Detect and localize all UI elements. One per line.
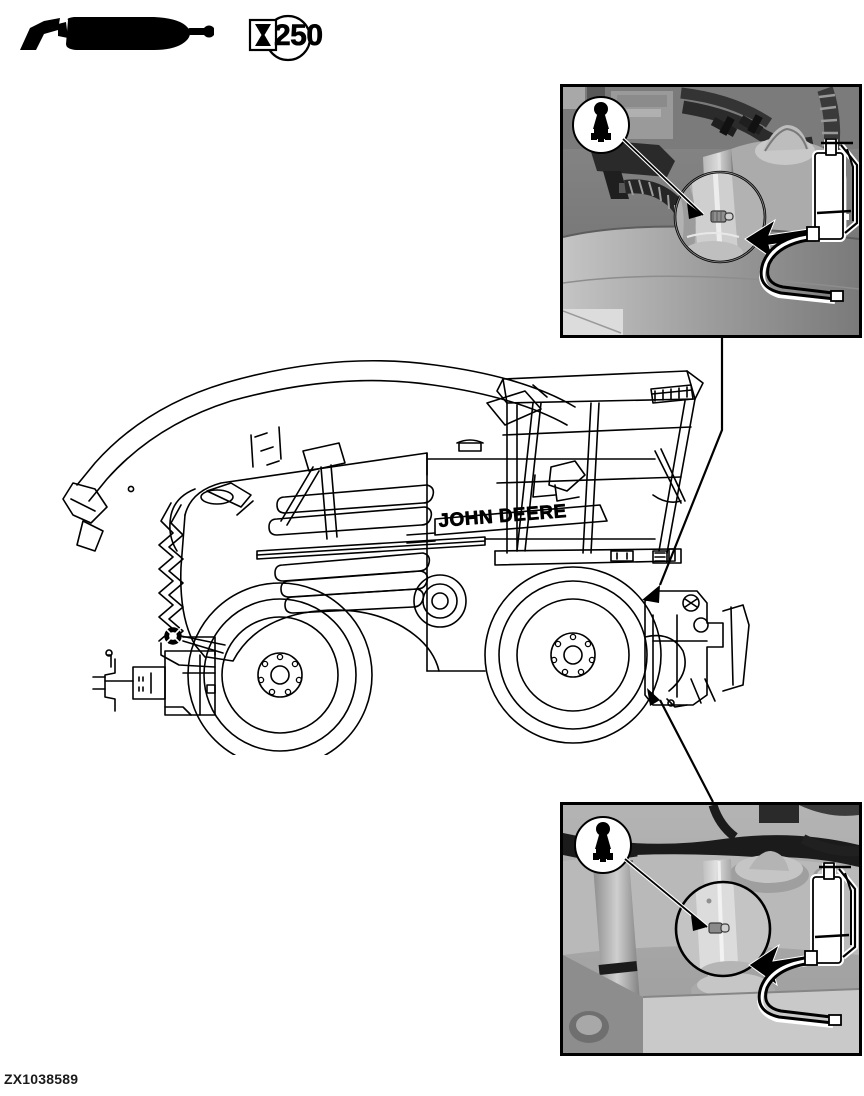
part-number-label: ZX1038589 — [4, 1071, 79, 1087]
magnifier-circle-bottom — [674, 880, 772, 978]
interval-badge-circle — [248, 14, 312, 62]
discharge-spout — [62, 359, 576, 552]
rear-wheel — [484, 566, 662, 744]
header-drive-housing — [92, 636, 216, 716]
grease-fitting-badge-top — [572, 96, 630, 154]
grease-gun-tool-top — [759, 138, 859, 304]
grease-gun-icon — [20, 17, 214, 50]
grease-gun-tool-bottom — [757, 862, 858, 1028]
rear-body — [406, 439, 656, 672]
rear-axle-assembly — [644, 590, 750, 708]
engine-hood — [169, 452, 486, 672]
john-deere-decal: JOHN DEERE — [437, 501, 568, 533]
grease-fitting-icon — [591, 102, 611, 142]
grease-fitting-badge-bottom — [574, 816, 632, 874]
front-drive-wheel — [187, 582, 373, 755]
grease-nipple-bottom — [708, 922, 730, 934]
callout-photo-top — [560, 84, 862, 338]
grease-fitting-icon — [593, 822, 613, 862]
front-grease-fitting-marker — [164, 627, 182, 645]
header-icon-row: 250 — [0, 0, 360, 80]
callout-photo-bottom — [560, 802, 862, 1056]
grease-nipple-top — [710, 210, 734, 223]
operator-cab — [494, 370, 704, 566]
forage-harvester-drawing: JOHN DEERE — [62, 359, 750, 755]
svg-text:JOHN DEERE: JOHN DEERE — [438, 501, 568, 532]
callout-photo-bottom-image — [563, 805, 859, 1053]
callout-photo-top-image — [563, 87, 859, 335]
corrugated-hose — [158, 502, 184, 644]
service-interval-badge: 250 — [248, 12, 323, 69]
interval-value: 250 — [274, 19, 324, 52]
